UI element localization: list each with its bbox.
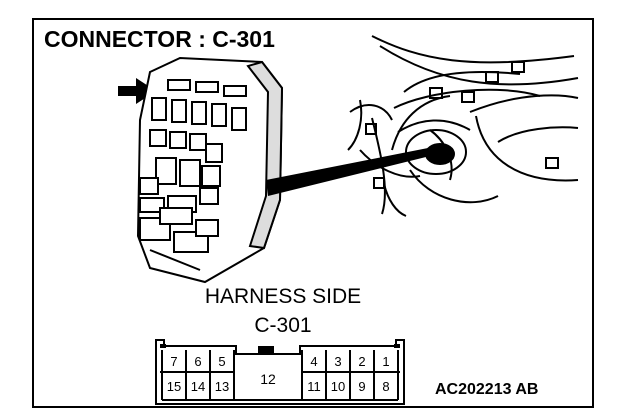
pin-15: 15 <box>167 379 181 394</box>
pin-14: 14 <box>191 379 205 394</box>
vehicle-harness-illustration <box>347 35 579 217</box>
harness-connector-id: C-301 <box>254 314 312 337</box>
pin-4: 4 <box>310 354 317 369</box>
pin-12: 12 <box>260 371 276 387</box>
pin-3: 3 <box>334 354 341 369</box>
pin-9: 9 <box>358 379 365 394</box>
pin-5: 5 <box>218 354 225 369</box>
pin-13: 13 <box>215 379 229 394</box>
junction-block-illustration <box>136 56 284 284</box>
figure-code: AC202213 AB <box>435 381 539 398</box>
pin-8: 8 <box>382 379 389 394</box>
pin-10: 10 <box>331 379 345 394</box>
harness-side-label: HARNESS SIDE <box>204 285 362 308</box>
pin-7: 7 <box>170 354 177 369</box>
connector-title: CONNECTOR : C-301 <box>44 26 275 52</box>
pin-6: 6 <box>194 354 201 369</box>
connector-face <box>155 339 405 405</box>
diagram-frame <box>32 18 594 408</box>
leader-wedge <box>266 148 430 196</box>
pin-1: 1 <box>382 354 389 369</box>
pin-2: 2 <box>358 354 365 369</box>
pin-11: 11 <box>307 379 321 394</box>
